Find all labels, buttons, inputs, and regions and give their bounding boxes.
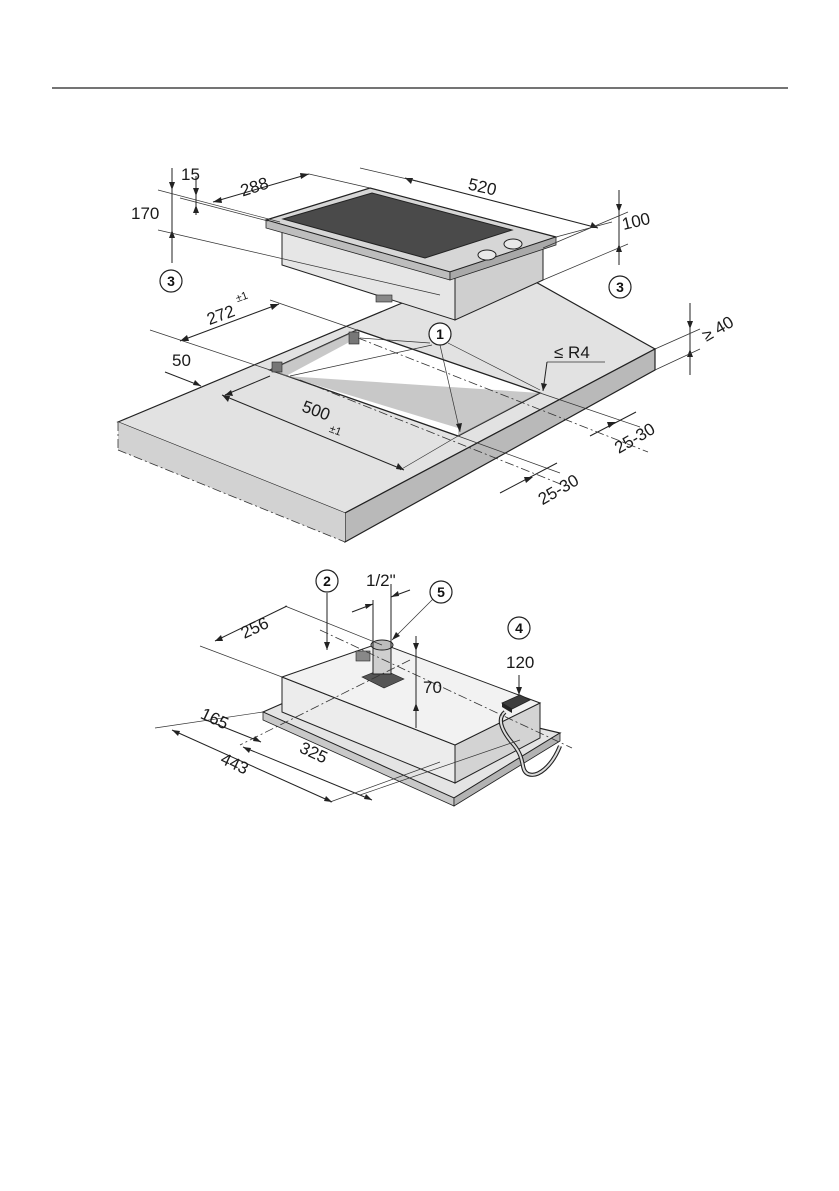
dim-443: 443 xyxy=(218,749,252,778)
callout-5-label: 5 xyxy=(437,584,445,600)
underside-view xyxy=(154,584,573,807)
callout-3-right-label: 3 xyxy=(616,279,624,295)
control-knob-right xyxy=(503,238,523,250)
dim-272: 272 xyxy=(204,301,237,329)
hob xyxy=(263,187,559,321)
dim-120: 120 xyxy=(506,653,534,672)
callout-1-label: 1 xyxy=(436,326,444,342)
hob-frame-right xyxy=(449,236,557,281)
dim-half-inch: 1/2" xyxy=(366,571,396,590)
dim-500-tolerance: ±1 xyxy=(327,423,343,438)
control-knob-left xyxy=(477,249,497,261)
dim-256: 256 xyxy=(238,613,272,642)
dim-min-40: ≥ 40 xyxy=(699,312,737,345)
worktop-left-edge xyxy=(118,422,345,542)
gas-connector-side xyxy=(355,650,371,662)
worktop xyxy=(116,261,657,544)
callout-3-left-label: 3 xyxy=(167,273,175,289)
callout-4-label: 4 xyxy=(515,620,523,636)
dim-272-tolerance: ±1 xyxy=(234,290,250,305)
callout-2: 2 xyxy=(315,569,339,593)
cutout-inner-wall xyxy=(270,330,540,436)
callout-5: 5 xyxy=(429,580,453,604)
hob-foot xyxy=(375,294,393,303)
dim-288: 288 xyxy=(238,174,271,201)
underside-body-top xyxy=(280,642,542,746)
dim-165: 165 xyxy=(198,704,232,733)
fixing-bracket-left xyxy=(271,361,283,373)
dim-15: 15 xyxy=(181,165,200,184)
fixing-bracket-top xyxy=(348,331,360,345)
dim-50: 50 xyxy=(172,351,191,370)
dim-170: 170 xyxy=(131,204,159,223)
callout-1: 1 xyxy=(428,322,452,346)
callout-3-left: 3 xyxy=(159,269,183,293)
gas-connector-body xyxy=(372,647,392,675)
dim-520: 520 xyxy=(466,175,498,200)
callout-3-right: 3 xyxy=(608,275,632,299)
callout-4: 4 xyxy=(507,616,531,640)
radius-r4: ≤ R4 xyxy=(554,343,590,362)
dim-70: 70 xyxy=(423,678,442,697)
top-dimension-lines xyxy=(149,167,701,494)
hob-glass xyxy=(281,192,514,259)
callout-2-label: 2 xyxy=(323,573,331,589)
dim-100: 100 xyxy=(620,209,652,234)
